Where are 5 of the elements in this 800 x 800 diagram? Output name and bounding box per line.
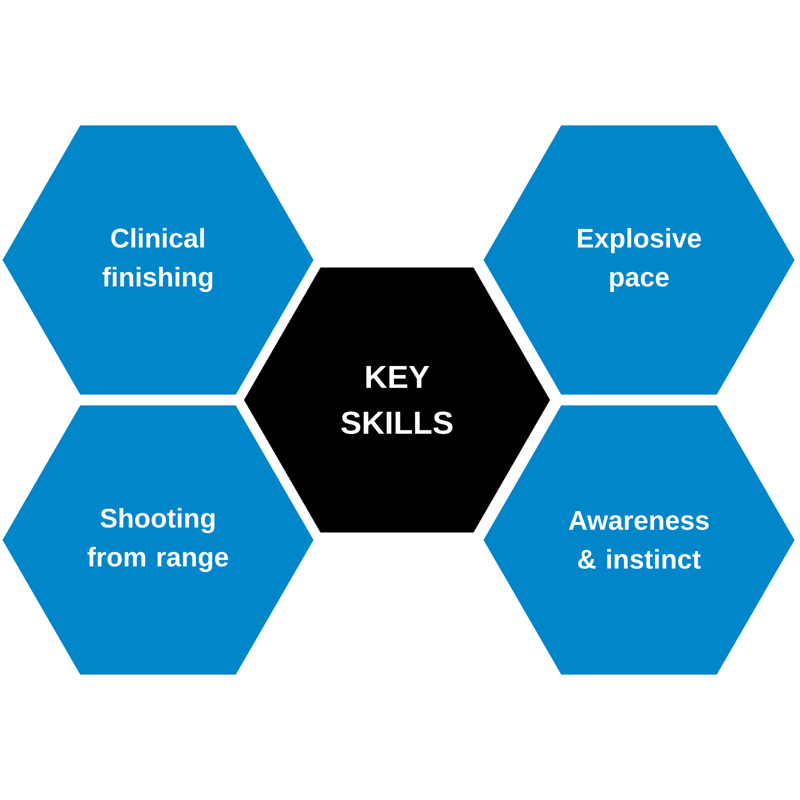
hexagon: Awareness & instinct: [484, 405, 794, 675]
hexagon: Shooting from range: [2, 405, 314, 675]
hexagon: KEY SKILLS: [244, 268, 550, 532]
hexagon: Clinical finishing: [2, 125, 314, 395]
hexagon: Explosive pace: [484, 125, 794, 395]
